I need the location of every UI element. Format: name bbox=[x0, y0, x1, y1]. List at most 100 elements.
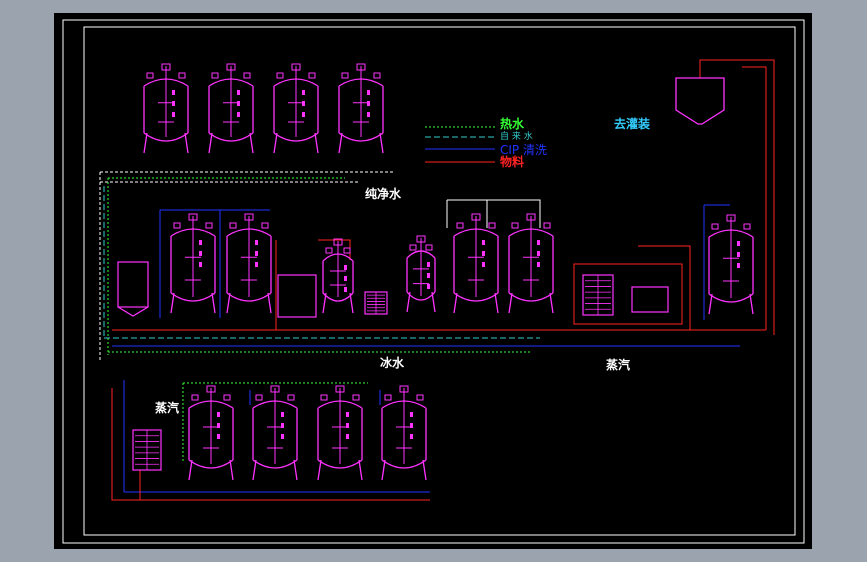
tank-mark bbox=[302, 90, 305, 95]
tank-mark bbox=[199, 240, 202, 245]
ice-water-label: 冰水 bbox=[380, 355, 405, 370]
tank-mark bbox=[367, 112, 370, 117]
legend-cip-label: CIP 清洗 bbox=[500, 143, 547, 157]
tank-leg bbox=[494, 292, 499, 314]
tank-nozzle bbox=[146, 72, 154, 79]
tank-nozzle bbox=[409, 244, 417, 251]
tank-mark bbox=[172, 90, 175, 95]
tank-mark bbox=[217, 423, 220, 428]
tank-mark bbox=[281, 434, 284, 439]
pure-water-label: 纯净水 bbox=[365, 186, 402, 201]
middle-row-tank-3 bbox=[453, 213, 499, 314]
tank-mark bbox=[346, 434, 349, 439]
legend-tap-water-label: 自 来 水 bbox=[500, 130, 533, 142]
tank-mark bbox=[344, 287, 347, 292]
tank-leg bbox=[422, 459, 427, 481]
tank-mark bbox=[217, 412, 220, 417]
agitator-motor bbox=[188, 213, 198, 221]
tank-leg bbox=[349, 292, 354, 314]
legend-material-label: 物料 bbox=[500, 154, 524, 169]
tank-leg bbox=[267, 292, 272, 314]
tank-nozzle bbox=[211, 72, 219, 79]
tank-mark bbox=[237, 90, 240, 95]
tank-nozzle bbox=[276, 72, 284, 79]
tank-nozzle bbox=[205, 222, 213, 229]
tank-mark bbox=[737, 263, 740, 268]
tank-bottom bbox=[208, 132, 254, 142]
agitator-motor bbox=[333, 238, 343, 246]
tank-bottom bbox=[226, 292, 272, 302]
tank-mark bbox=[482, 262, 485, 267]
tank-mark bbox=[255, 262, 258, 267]
tank-leg bbox=[381, 459, 386, 481]
bottom-row-tank-3 bbox=[317, 385, 363, 481]
tank-nozzle bbox=[488, 222, 496, 229]
tank-nozzle bbox=[308, 72, 316, 79]
tank-mark bbox=[255, 251, 258, 256]
middle-row-tank-1 bbox=[170, 213, 216, 314]
tank-mark bbox=[482, 251, 485, 256]
tank-nozzle bbox=[543, 222, 551, 229]
tank-nozzle bbox=[341, 72, 349, 79]
tank-nozzle bbox=[384, 394, 392, 401]
tank-leg bbox=[252, 459, 257, 481]
material-lower bbox=[111, 388, 185, 501]
tank-leg bbox=[317, 459, 322, 481]
tank-nozzle bbox=[373, 72, 381, 79]
mixing-vessel-cone bbox=[117, 306, 149, 317]
equipment-group bbox=[117, 77, 725, 471]
tank-nozzle bbox=[743, 223, 751, 230]
tank-mark bbox=[217, 434, 220, 439]
tank-nozzle bbox=[711, 223, 719, 230]
tank-bottom bbox=[508, 292, 554, 302]
agitator-motor bbox=[226, 63, 236, 71]
tank-mark bbox=[410, 423, 413, 428]
tank-leg bbox=[229, 459, 234, 481]
tank-bottom bbox=[317, 459, 363, 469]
steam-unit bbox=[631, 286, 669, 313]
tank-nozzle bbox=[352, 394, 360, 401]
tank-mark bbox=[737, 241, 740, 246]
tank-nozzle bbox=[191, 394, 199, 401]
legend-hot-water-label: 热水 bbox=[500, 116, 525, 131]
agitator-motor bbox=[356, 63, 366, 71]
drawing-canvas bbox=[54, 13, 812, 549]
tank-leg bbox=[184, 132, 189, 154]
tank-nozzle bbox=[261, 222, 269, 229]
tank-mark bbox=[199, 251, 202, 256]
tank-mark bbox=[537, 240, 540, 245]
steam-line bbox=[447, 199, 541, 228]
steam-left-label: 蒸汽 bbox=[155, 400, 179, 415]
tank-nozzle bbox=[325, 247, 333, 254]
tank-leg bbox=[406, 291, 411, 313]
tank-leg bbox=[314, 132, 319, 154]
tank-leg bbox=[358, 459, 363, 481]
tank-leg bbox=[322, 292, 327, 314]
tank-mark bbox=[537, 262, 540, 267]
agitator-motor bbox=[526, 213, 536, 221]
material-sterilizer bbox=[638, 245, 691, 330]
pump-skid bbox=[277, 274, 317, 318]
agitator-motor bbox=[471, 213, 481, 221]
to-filling-label: 去灌装 bbox=[614, 116, 650, 131]
heat-exchanger-right bbox=[582, 274, 614, 316]
top-row-tank-4 bbox=[338, 63, 384, 154]
top-row-tank-1 bbox=[143, 63, 189, 154]
tank-mark bbox=[427, 284, 430, 289]
tank-mark bbox=[367, 90, 370, 95]
agitator-motor bbox=[335, 385, 345, 393]
tank-mark bbox=[172, 101, 175, 106]
tank-leg bbox=[273, 132, 278, 154]
tank-leg bbox=[293, 459, 298, 481]
tank-mark bbox=[367, 101, 370, 106]
legend: 热水 自 来 水 CIP 清洗 物料 bbox=[425, 116, 547, 169]
agitator-motor bbox=[399, 385, 409, 393]
tank-bottom bbox=[170, 292, 216, 302]
agitator-motor bbox=[270, 385, 280, 393]
tank-bottom bbox=[273, 132, 319, 142]
pipe-network bbox=[99, 59, 775, 501]
tank-bottom bbox=[453, 292, 499, 302]
agitator-motor bbox=[206, 385, 216, 393]
agitator-motor bbox=[726, 214, 736, 222]
